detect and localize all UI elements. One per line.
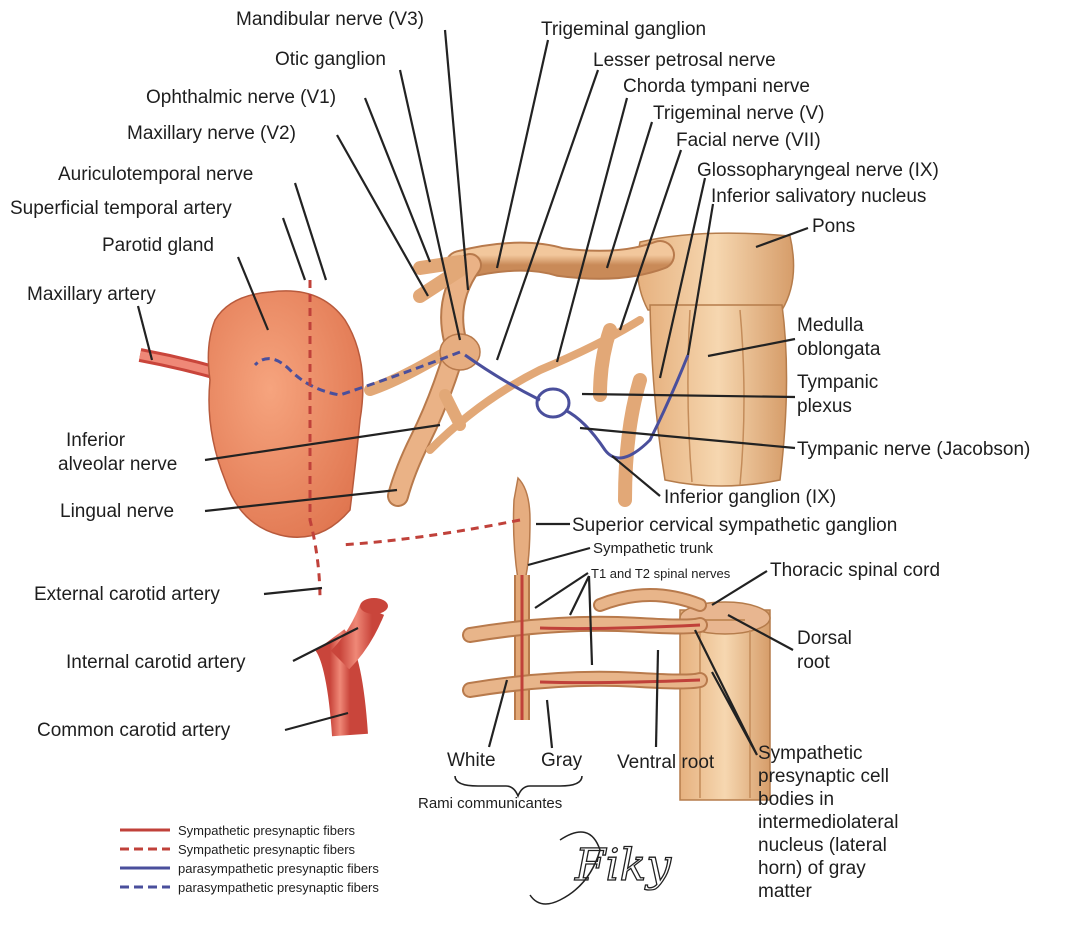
label-rami-communicantes: Rami communicantes bbox=[418, 795, 562, 812]
label-parotid-gland: Parotid gland bbox=[102, 235, 214, 256]
label-otic-ganglion: Otic ganglion bbox=[275, 49, 386, 70]
label-tympanic-plexus-line1: Tympanic bbox=[797, 372, 878, 393]
label-medulla-line1: Medulla bbox=[797, 315, 864, 336]
svg-text:parasympathetic presynaptic fi: parasympathetic presynaptic fibers bbox=[178, 880, 379, 895]
legend-item-sympathetic-solid: Sympathetic presynaptic fibers bbox=[120, 823, 356, 838]
label-cell-bodies-line2: presynaptic cell bbox=[758, 766, 889, 787]
spinal-nerves bbox=[470, 595, 700, 690]
svg-text:Sympathetic presynaptic fibers: Sympathetic presynaptic fibers bbox=[178, 823, 356, 838]
legend-item-parasympathetic-dashed: parasympathetic presynaptic fibers bbox=[120, 880, 379, 895]
label-white-ramus: White bbox=[447, 750, 496, 771]
label-t1-t2-spinal-nerves: T1 and T2 spinal nerves bbox=[591, 566, 731, 581]
label-cell-bodies-line6: horn) of gray bbox=[758, 858, 866, 879]
label-medulla-line2: oblongata bbox=[797, 339, 881, 360]
label-cell-bodies-line7: matter bbox=[758, 881, 813, 902]
sympathetic-fibers bbox=[310, 280, 700, 720]
label-thoracic-spinal-cord: Thoracic spinal cord bbox=[770, 560, 940, 581]
label-gray-ramus: Gray bbox=[541, 750, 583, 771]
trigeminal-nerve-complex bbox=[370, 255, 660, 500]
label-lingual-nerve: Lingual nerve bbox=[60, 501, 174, 522]
label-cell-bodies-line1: Sympathetic bbox=[758, 743, 863, 764]
label-facial-nerve: Facial nerve (VII) bbox=[676, 130, 821, 151]
label-inferior-alveolar-line1: Inferior bbox=[66, 430, 126, 451]
label-tympanic-nerve: Tympanic nerve (Jacobson) bbox=[797, 439, 1030, 460]
label-chorda-tympani: Chorda tympani nerve bbox=[623, 76, 810, 97]
superior-cervical-ganglion bbox=[514, 478, 531, 580]
label-superficial-temporal-artery: Superficial temporal artery bbox=[10, 198, 232, 219]
signature-text: Fiky bbox=[574, 840, 672, 891]
label-cell-bodies-line3: bodies in bbox=[758, 789, 834, 810]
label-cell-bodies-line4: intermediolateral bbox=[758, 812, 898, 833]
legend: Sympathetic presynaptic fibers Sympathet… bbox=[120, 823, 379, 895]
label-glossopharyngeal-nerve: Glossopharyngeal nerve (IX) bbox=[697, 160, 939, 181]
legend-item-parasympathetic-solid: parasympathetic presynaptic fibers bbox=[120, 861, 379, 876]
labels: Mandibular nerve (V3) Trigeminal ganglio… bbox=[10, 9, 1030, 902]
label-maxillary-nerve: Maxillary nerve (V2) bbox=[127, 123, 296, 144]
svg-text:parasympathetic presynaptic fi: parasympathetic presynaptic fibers bbox=[178, 861, 379, 876]
parotid-gland bbox=[208, 291, 363, 537]
label-lesser-petrosal-nerve: Lesser petrosal nerve bbox=[593, 50, 776, 71]
label-mandibular-nerve: Mandibular nerve (V3) bbox=[236, 9, 424, 30]
rami-brace bbox=[455, 776, 582, 796]
label-common-carotid-artery: Common carotid artery bbox=[37, 720, 231, 741]
label-dorsal-root-line2: root bbox=[797, 652, 830, 673]
label-internal-carotid-artery: Internal carotid artery bbox=[66, 652, 246, 673]
label-tympanic-plexus-line2: plexus bbox=[797, 396, 852, 417]
label-inferior-ganglion: Inferior ganglion (IX) bbox=[664, 487, 836, 508]
label-external-carotid-artery: External carotid artery bbox=[34, 584, 220, 605]
label-cell-bodies-line5: nucleus (lateral bbox=[758, 835, 887, 856]
label-sympathetic-trunk: Sympathetic trunk bbox=[593, 540, 714, 557]
label-dorsal-root-line1: Dorsal bbox=[797, 628, 852, 649]
label-superior-cervical-ganglion: Superior cervical sympathetic ganglion bbox=[572, 515, 897, 536]
label-inferior-alveolar-line2: alveolar nerve bbox=[58, 454, 177, 475]
label-trigeminal-nerve: Trigeminal nerve (V) bbox=[653, 103, 824, 124]
label-maxillary-artery: Maxillary artery bbox=[27, 284, 156, 305]
label-trigeminal-ganglion: Trigeminal ganglion bbox=[541, 19, 706, 40]
label-ventral-root: Ventral root bbox=[617, 752, 715, 773]
label-auriculotemporal-nerve: Auriculotemporal nerve bbox=[58, 164, 253, 185]
label-ophthalmic-nerve: Ophthalmic nerve (V1) bbox=[146, 87, 336, 108]
svg-text:Sympathetic presynaptic fibers: Sympathetic presynaptic fibers bbox=[178, 842, 356, 857]
label-pons: Pons bbox=[812, 216, 855, 237]
label-inferior-salivatory-nucleus: Inferior salivatory nucleus bbox=[711, 186, 926, 207]
legend-item-sympathetic-dashed: Sympathetic presynaptic fibers bbox=[120, 842, 356, 857]
signature: Fiky bbox=[530, 832, 672, 904]
